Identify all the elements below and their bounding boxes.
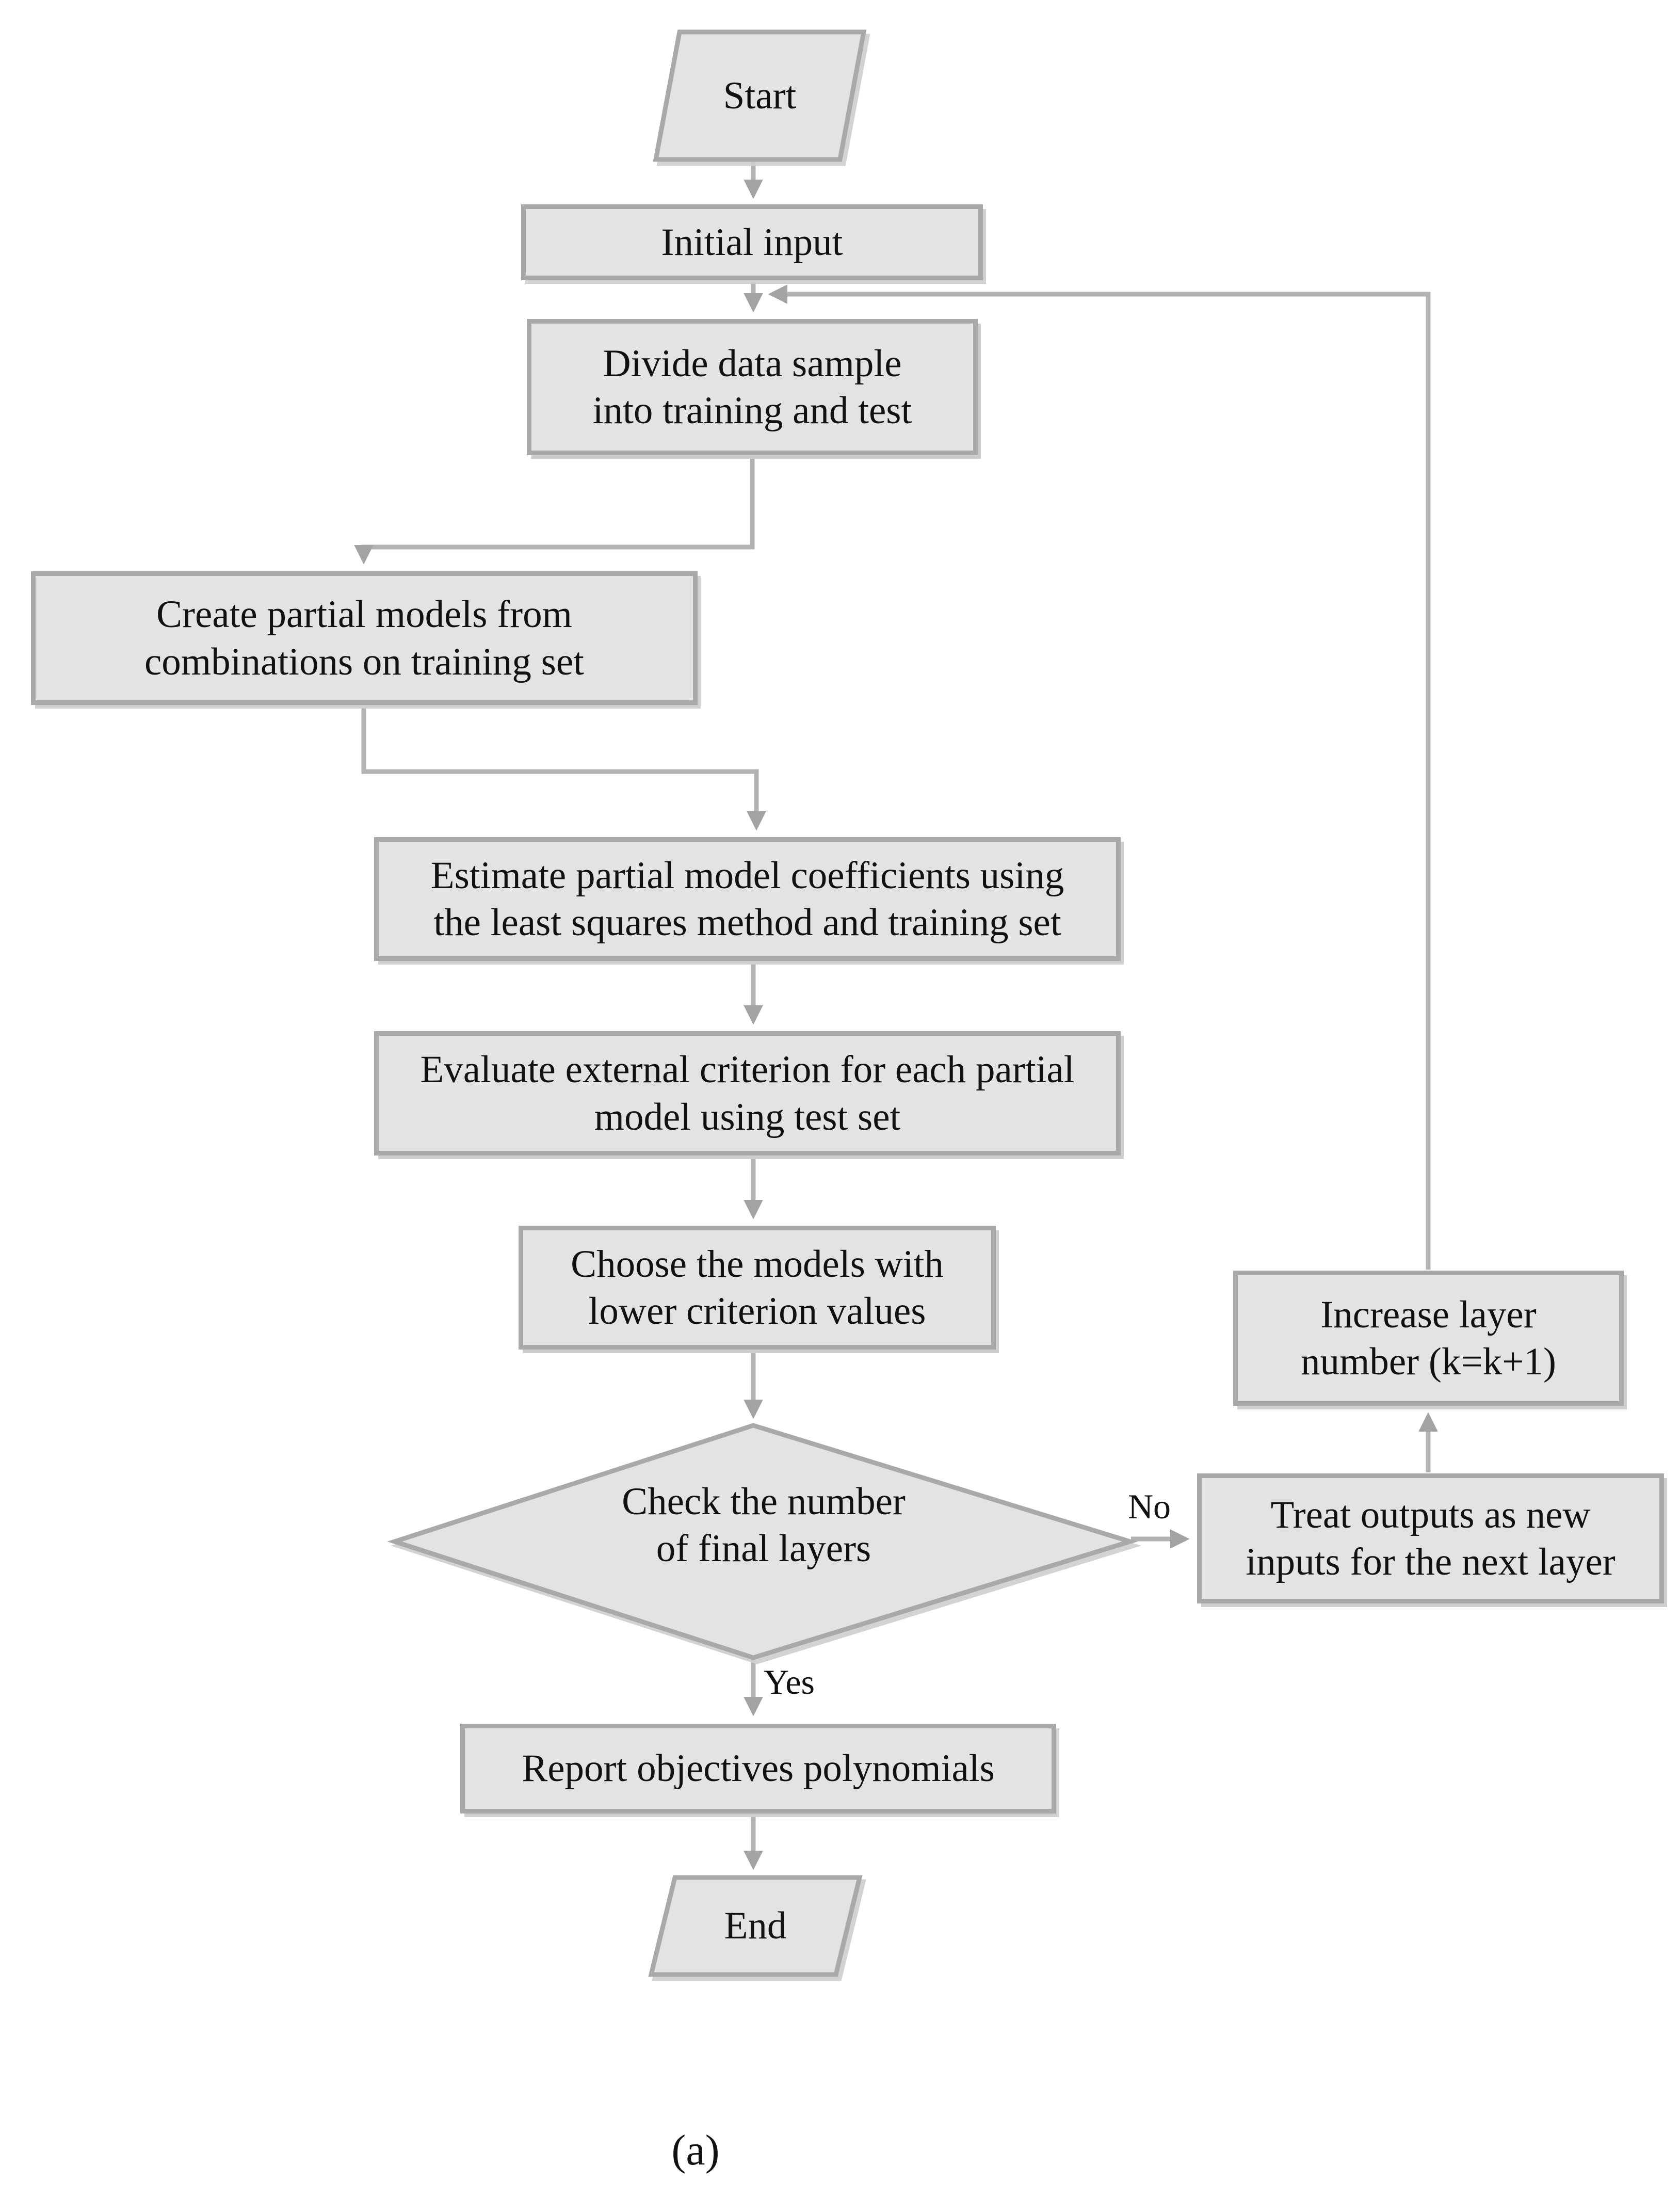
- node-create-partial-models: Create partial models from combinations …: [31, 571, 698, 705]
- edge-divide-create: [354, 455, 755, 565]
- node-end: End: [724, 1904, 787, 1948]
- node-decision-check-layers: Check the number of final layers: [622, 1480, 906, 1570]
- edge-label-yes: Yes: [764, 1662, 815, 1702]
- start-terminator-shape: [653, 29, 867, 162]
- node-choose-models: Choose the models with lower criterion v…: [519, 1226, 996, 1350]
- node-initial-input: Initial input: [521, 204, 983, 280]
- edge-label-no: No: [1127, 1487, 1171, 1526]
- node-evaluate-criterion: Evaluate external criterion for each par…: [374, 1031, 1121, 1156]
- end-terminator-shape: [648, 1875, 863, 1977]
- decision-diamond-shape: [387, 1423, 1138, 1660]
- node-increase-layer: Increase layer number (k=k+1): [1233, 1271, 1624, 1406]
- node-start: Start: [723, 74, 797, 117]
- node-divide-data: Divide data sample into training and tes…: [527, 319, 978, 455]
- figure-caption: (a): [671, 2126, 720, 2174]
- node-treat-outputs: Treat outputs as new inputs for the next…: [1197, 1473, 1664, 1603]
- edge-create-estimate: [361, 705, 766, 831]
- node-estimate-coefficients: Estimate partial model coefficients usin…: [374, 837, 1121, 961]
- edge-increase-feedback: [768, 284, 1431, 1270]
- node-report-polynomials: Report objectives polynomials: [460, 1724, 1056, 1814]
